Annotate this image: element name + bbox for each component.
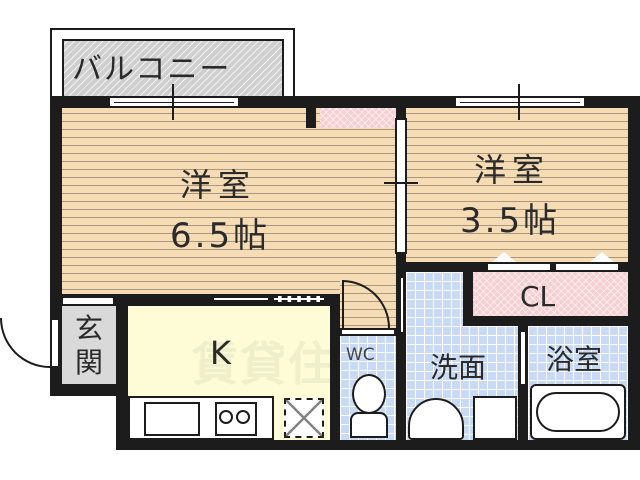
closet-door-1[interactable] <box>486 262 552 272</box>
closet-label: CL <box>520 280 556 313</box>
sliding-door-rooms <box>395 118 407 254</box>
closet-door-handle-1 <box>492 252 516 262</box>
fridge-x-icon <box>284 398 324 438</box>
washroom-label: 洗面 <box>430 351 487 384</box>
wall-bottom <box>118 440 640 450</box>
entrance-door-swing[interactable] <box>0 318 50 368</box>
room-3-5-size: 3.5帖 <box>460 201 561 241</box>
kitchen-vent <box>272 296 326 302</box>
storage-nook <box>320 106 396 128</box>
entrance-shoe-rack <box>61 296 115 306</box>
watermark: 賃貸住 <box>192 337 336 391</box>
washbasin <box>408 398 464 440</box>
closet-door-2[interactable] <box>554 262 620 272</box>
wall-closet-left <box>463 272 473 326</box>
closet-door-handle-2 <box>590 252 614 262</box>
entrance-label: 玄関 <box>74 312 103 379</box>
closet <box>473 272 628 317</box>
wall-kitchen-left <box>116 296 128 450</box>
washroom-sliding-door[interactable] <box>399 276 405 334</box>
wall-toilet-left <box>330 296 340 450</box>
toilet-door-frame <box>340 328 396 336</box>
toilet-bowl <box>352 374 386 414</box>
window-marker <box>172 84 174 120</box>
burner-icon <box>219 410 233 424</box>
wall-center-vertical <box>396 96 406 450</box>
wall-bath-divider <box>518 326 528 450</box>
entrance <box>61 306 117 386</box>
burner-icon <box>236 410 250 424</box>
toilet-label: WC <box>346 345 375 365</box>
room-6-5-size: 6.5帖 <box>170 216 271 256</box>
bathtub-basin <box>536 392 620 432</box>
room-western-3-5 <box>406 106 628 262</box>
wall-entrance-bottom <box>50 384 118 396</box>
balcony-label: バルコニー <box>72 52 232 87</box>
room-6-5-type: 洋室 <box>180 166 257 204</box>
window-marker <box>518 84 520 120</box>
washing-machine-space <box>473 396 517 440</box>
kitchen-label: K <box>210 334 231 372</box>
window-3-5-room <box>454 96 586 108</box>
entrance-door[interactable] <box>50 318 60 368</box>
wall-right <box>628 96 640 450</box>
bathroom-label: 浴室 <box>546 343 603 376</box>
sliding-door-marker <box>384 182 418 184</box>
wall-closet-bottom <box>463 316 628 326</box>
kitchen-sink <box>144 402 200 436</box>
toilet-tank <box>350 412 388 438</box>
kitchen-window <box>212 296 270 302</box>
room-3-5-type: 洋室 <box>474 151 551 189</box>
room-western-6-5 <box>60 106 396 296</box>
wall-nook-stub <box>306 106 316 128</box>
bath-door[interactable] <box>519 330 527 386</box>
window-balcony <box>108 96 240 108</box>
